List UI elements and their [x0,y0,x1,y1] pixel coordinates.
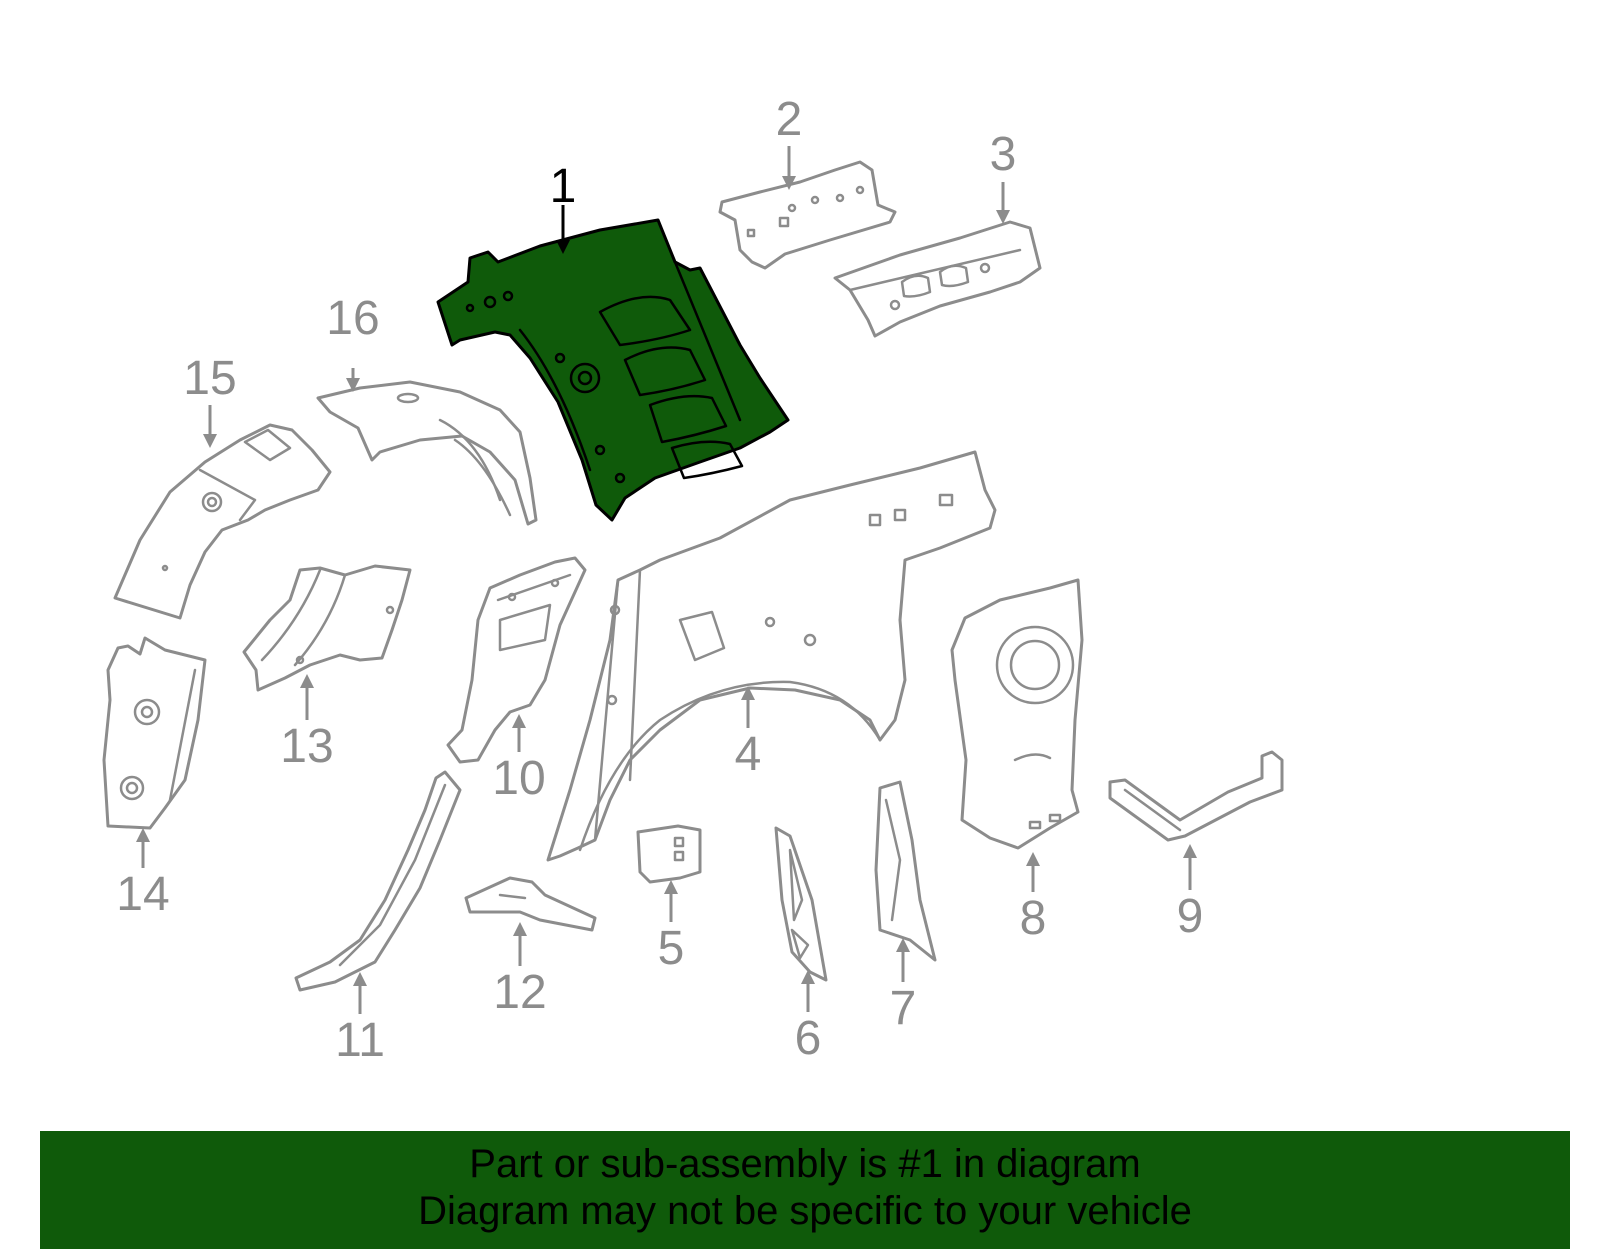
info-banner: Part or sub-assembly is #1 in diagram Di… [40,1131,1570,1249]
part-12-bracket[interactable] [464,876,597,932]
callout-14-label[interactable]: 14 [116,868,169,921]
part-16-wheelhouse-liner[interactable] [316,380,538,526]
part-10-pillar-panel[interactable] [446,556,587,764]
callout-9-label[interactable]: 9 [1177,890,1204,943]
callout-16-label[interactable]: 16 [326,292,379,345]
part-15-wheelhouse-outer[interactable] [113,423,332,620]
callout-2-label[interactable]: 2 [776,93,803,146]
callout-7-arrowhead [896,938,910,952]
callout-7-label[interactable]: 7 [890,982,917,1035]
callout-10-arrowhead [512,714,526,728]
callout-14-arrowhead [136,828,150,842]
part-1-inner-quarter-panel[interactable] [436,218,790,522]
callout-3-arrowhead [996,210,1010,224]
part-14-panel[interactable] [102,636,207,830]
part-3-panel[interactable] [833,220,1042,338]
part-9-brace[interactable] [1108,750,1284,842]
callout-1-arrowhead [556,240,570,254]
banner-disclaimer: Diagram may not be specific to your vehi… [418,1189,1192,1233]
callout-10-label[interactable]: 10 [492,752,545,805]
part-13-wheelhouse-panel[interactable] [242,564,412,692]
callout-15-arrowhead [203,434,217,448]
callout-12-label[interactable]: 12 [493,966,546,1019]
callout-labels: 1 2 3 4 5 6 7 8 9 10 11 12 13 14 15 16 [116,93,1203,1067]
callout-13-arrowhead [300,674,314,688]
callout-12-arrowhead [513,922,527,936]
callout-5-arrowhead [664,880,678,894]
banner-part-message: Part or sub-assembly is #1 in diagram [469,1142,1141,1186]
callout-6-arrowhead [801,970,815,984]
part-8-wheelhouse-support[interactable] [950,578,1084,850]
callout-8-arrowhead [1026,852,1040,866]
part-6-bracket[interactable] [774,826,828,982]
callout-leaders [136,146,1197,1014]
part-7-bracket[interactable] [874,780,937,962]
callout-5-label[interactable]: 5 [658,922,685,975]
part-4-quarter-inner-panel[interactable] [546,450,997,862]
part-11-pillar-reinforcement[interactable] [294,770,462,992]
callout-1-label[interactable]: 1 [550,160,577,213]
callout-16-arrowhead [346,378,360,392]
callout-15-label[interactable]: 15 [183,352,236,405]
callout-11-arrowhead [353,972,367,986]
callout-13-label[interactable]: 13 [280,720,333,773]
part-5-bracket[interactable] [636,824,702,884]
part-2-reinforcement-plate[interactable] [718,160,897,270]
callout-4-arrowhead [741,686,755,700]
callout-3-label[interactable]: 3 [990,128,1017,181]
callout-8-label[interactable]: 8 [1020,892,1047,945]
callout-4-label[interactable]: 4 [735,728,762,781]
callout-11-label[interactable]: 11 [335,1014,385,1067]
callout-2-arrowhead [782,176,796,190]
callout-9-arrowhead [1183,844,1197,858]
callout-6-label[interactable]: 6 [795,1012,822,1065]
